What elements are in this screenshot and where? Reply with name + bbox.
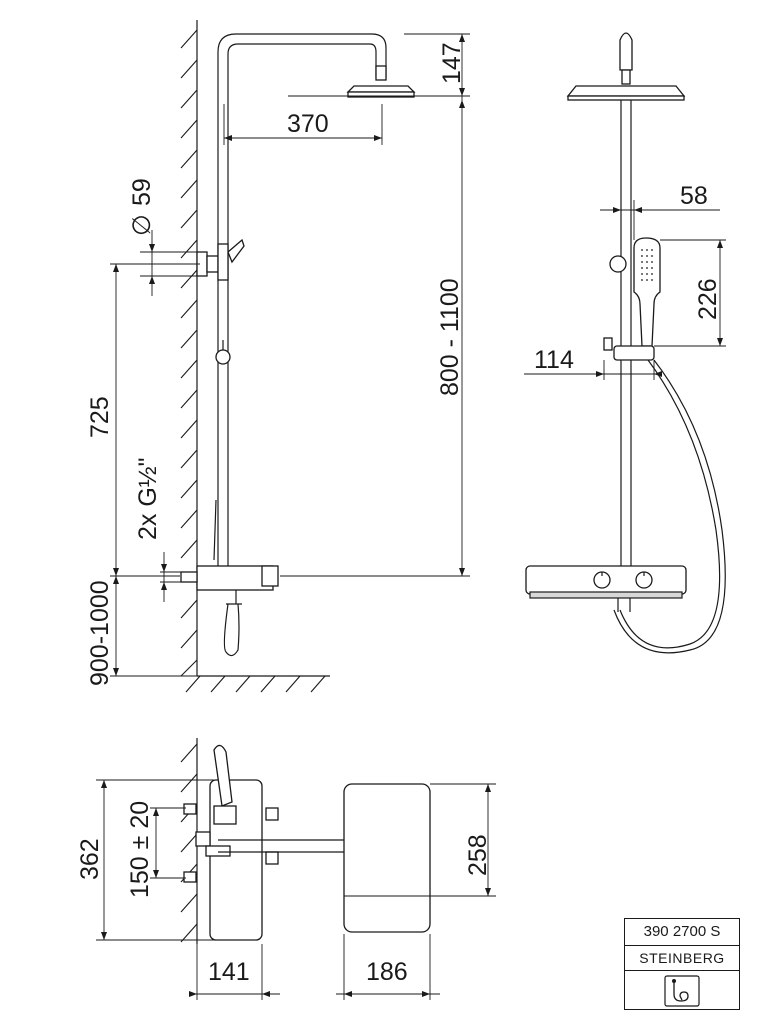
upper-wall-bracket (196, 238, 245, 281)
shelf-top-view (209, 779, 263, 941)
side-dimension-lines (110, 33, 470, 677)
dim-inlet-centers: 150 ± 20 (126, 801, 154, 898)
brand-logo (625, 971, 739, 1011)
hand-shower-holder (613, 345, 655, 361)
dim-column-height: 800 - 1100 (436, 278, 464, 396)
rain-head-front (566, 85, 686, 97)
front-view: 58 226 114 (524, 32, 726, 654)
rain-head-top (343, 783, 431, 933)
dim-hand-shower-width: 58 (680, 182, 708, 210)
hose-side (213, 499, 217, 561)
hand-shower-top (213, 744, 233, 807)
dim-hand-shower-length: 226 (694, 278, 722, 320)
title-block: 390 2700 S STEINBERG (624, 918, 740, 1010)
dim-install-height: 900-1000 (86, 580, 114, 686)
rain-shower-head (346, 65, 416, 98)
dim-flange-dia: 59 (128, 178, 156, 206)
dim-head-drop: 147 (438, 42, 466, 84)
riser-pipe (217, 33, 387, 570)
shower-logo-icon (664, 975, 700, 1007)
slider-knob (215, 340, 231, 365)
arm-stub (619, 32, 633, 71)
thermostat-front (525, 565, 687, 612)
thermostat-side (180, 565, 279, 657)
hand-shower (633, 237, 661, 347)
top-view: 362 150 ± 20 258 141 186 (76, 738, 496, 1000)
hose-front (619, 359, 721, 649)
dim-arm-reach: 370 (287, 110, 329, 138)
dim-depth: 362 (76, 838, 104, 880)
dim-flange-dia-symbol: ∅ (128, 214, 156, 236)
dim-shelf-depth: 258 (464, 834, 492, 876)
front-dimension-lines (524, 200, 726, 380)
brand-name: STEINBERG (625, 946, 739, 971)
dim-connection: 2x G½" (134, 457, 162, 540)
dim-outlet-spacing: 725 (86, 396, 114, 438)
dim-wall-to-mixer: 141 (208, 958, 250, 986)
top-dimension-lines (96, 779, 496, 1000)
side-view: 147 370 59 ∅ 800 - 1100 725 2x G½" 900-1… (86, 20, 470, 693)
dim-holder-offset: 114 (534, 346, 574, 374)
article-number: 390 2700 S (625, 919, 739, 946)
dim-shelf-width: 186 (366, 958, 408, 986)
